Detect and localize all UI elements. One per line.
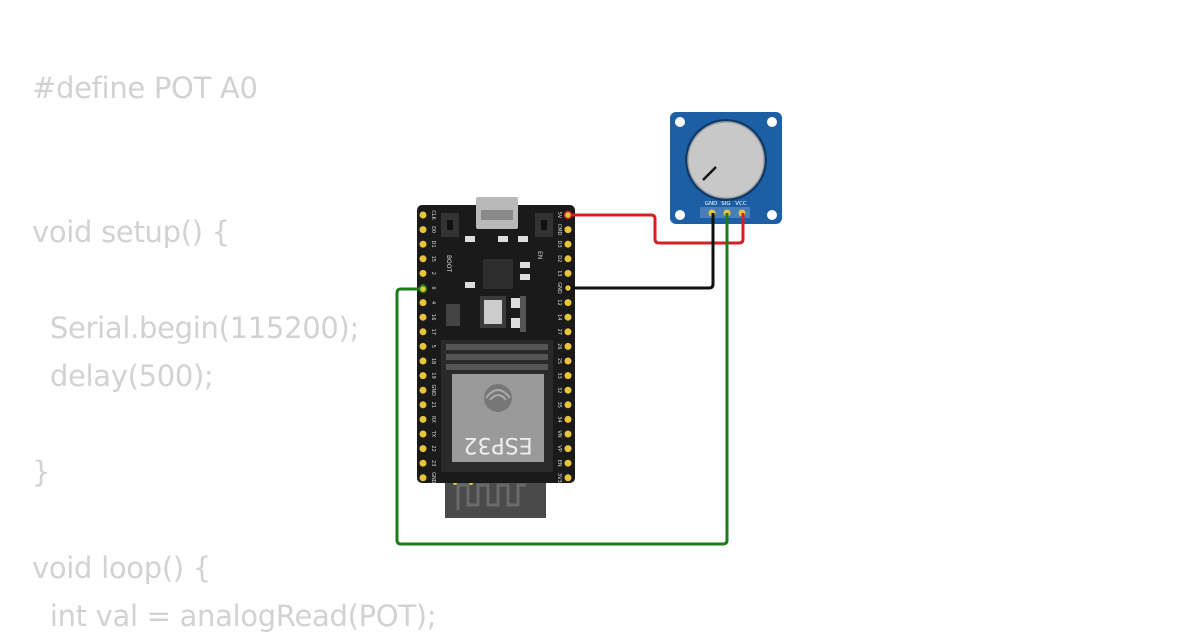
left-pin-label: D0	[430, 226, 436, 233]
usb-uart-chip	[483, 259, 513, 289]
left-pin-label: 2	[430, 272, 436, 275]
left-pin-label: 23	[430, 460, 436, 466]
right-pin-label: 26	[556, 343, 562, 349]
right-pin-27[interactable]	[564, 328, 572, 336]
left-pin-label: GND	[430, 384, 436, 396]
left-pin-4[interactable]	[419, 299, 427, 307]
right-pin-d2[interactable]	[564, 255, 572, 263]
right-pin-33[interactable]	[564, 372, 572, 380]
right-pin-34[interactable]	[564, 415, 572, 423]
left-pin-label: 4	[430, 301, 436, 304]
left-pin-d0[interactable]	[419, 226, 427, 234]
left-pin-label: 19	[430, 372, 436, 378]
left-pin-5[interactable]	[419, 342, 427, 350]
right-pin-vn[interactable]	[564, 430, 572, 438]
wire-gnd-to-gnd[interactable]	[568, 213, 715, 290]
right-pin-14[interactable]	[564, 313, 572, 321]
left-pin-label: 16	[430, 314, 436, 320]
right-pin-d3[interactable]	[564, 240, 572, 248]
right-pin-25[interactable]	[564, 357, 572, 365]
left-pin-d1[interactable]	[419, 240, 427, 248]
left-pin-rx[interactable]	[419, 415, 427, 423]
right-pin-label: 34	[556, 416, 562, 422]
chip-label: ESP32	[463, 432, 532, 457]
right-pin-12[interactable]	[564, 299, 572, 307]
left-pin-gnd[interactable]	[419, 386, 427, 394]
left-pin-18[interactable]	[419, 357, 427, 365]
right-pin-label: 32	[556, 387, 562, 393]
boot-label: BOOT	[445, 255, 452, 272]
right-pin-vp[interactable]	[564, 445, 572, 453]
right-pin-32[interactable]	[564, 386, 572, 394]
right-pin-26[interactable]	[564, 342, 572, 350]
right-pin-label: VP	[556, 445, 562, 451]
left-pin-gnd[interactable]	[419, 474, 427, 482]
left-pin-label: RX	[430, 416, 436, 423]
potentiometer-module[interactable]: GND SIG VCC	[670, 112, 782, 224]
wire-pin0-to-signal[interactable]	[395, 213, 729, 546]
left-pin-23[interactable]	[419, 459, 427, 467]
left-pin-label: D1	[430, 241, 436, 248]
left-pin-16[interactable]	[419, 313, 427, 321]
right-pin-en[interactable]	[564, 459, 572, 467]
pot-knob[interactable]	[687, 121, 765, 199]
left-pin-tx[interactable]	[419, 430, 427, 438]
pot-pin-label-sig: SIG	[721, 201, 730, 207]
esp32-board[interactable]: ESP32 CLKD0D115204161751819GND21RXTX2223…	[417, 197, 575, 518]
left-pin-label: CLK	[430, 210, 436, 220]
left-pin-clk[interactable]	[419, 211, 427, 219]
right-pin-label: D2	[556, 255, 562, 262]
right-pin-cmd[interactable]	[564, 226, 572, 234]
right-pin-label: CMD	[556, 224, 562, 236]
right-pin-label: 33	[556, 372, 562, 378]
left-pin-label: 21	[430, 402, 436, 408]
left-pin-label: 5	[430, 345, 436, 348]
pot-pin-label-gnd: GND	[705, 201, 718, 207]
left-pin-label: 18	[430, 358, 436, 364]
left-pin-17[interactable]	[419, 328, 427, 336]
right-pin-label: 12	[556, 299, 562, 305]
right-pin-label: 25	[556, 358, 562, 364]
right-pin-label: 5V	[556, 212, 562, 219]
right-pin-label: D3	[556, 241, 562, 248]
right-pin-label: 27	[556, 329, 562, 335]
right-pin-label: 14	[556, 314, 562, 320]
left-pin-21[interactable]	[419, 401, 427, 409]
right-pin-label: 3V3	[556, 473, 562, 483]
wire-5v-to-vcc[interactable]	[568, 213, 745, 245]
antenna-trace	[456, 483, 526, 510]
pot-pin-label-vcc: VCC	[735, 201, 747, 207]
left-pin-label: 15	[430, 256, 436, 262]
left-pin-19[interactable]	[419, 372, 427, 380]
right-pin-label: VN	[556, 430, 562, 437]
left-pin-2[interactable]	[419, 269, 427, 277]
right-pin-label: GND	[556, 282, 562, 294]
right-pin-3v3[interactable]	[564, 474, 572, 482]
left-pin-label: 0	[430, 286, 436, 289]
right-pin-13[interactable]	[564, 269, 572, 277]
left-pin-15[interactable]	[419, 255, 427, 263]
knob-indicator	[702, 166, 717, 181]
right-pin-label: 13	[556, 270, 562, 276]
right-pin-label: EN	[556, 460, 562, 467]
espressif-logo-icon	[484, 384, 512, 412]
left-pin-label: 17	[430, 329, 436, 335]
left-pin-label: 22	[430, 445, 436, 451]
right-pin-35[interactable]	[564, 401, 572, 409]
en-label: EN	[536, 251, 543, 259]
left-pin-22[interactable]	[419, 445, 427, 453]
right-pin-label: 35	[556, 402, 562, 408]
left-pin-label: GND	[430, 472, 436, 484]
left-pin-label: TX	[430, 430, 436, 438]
